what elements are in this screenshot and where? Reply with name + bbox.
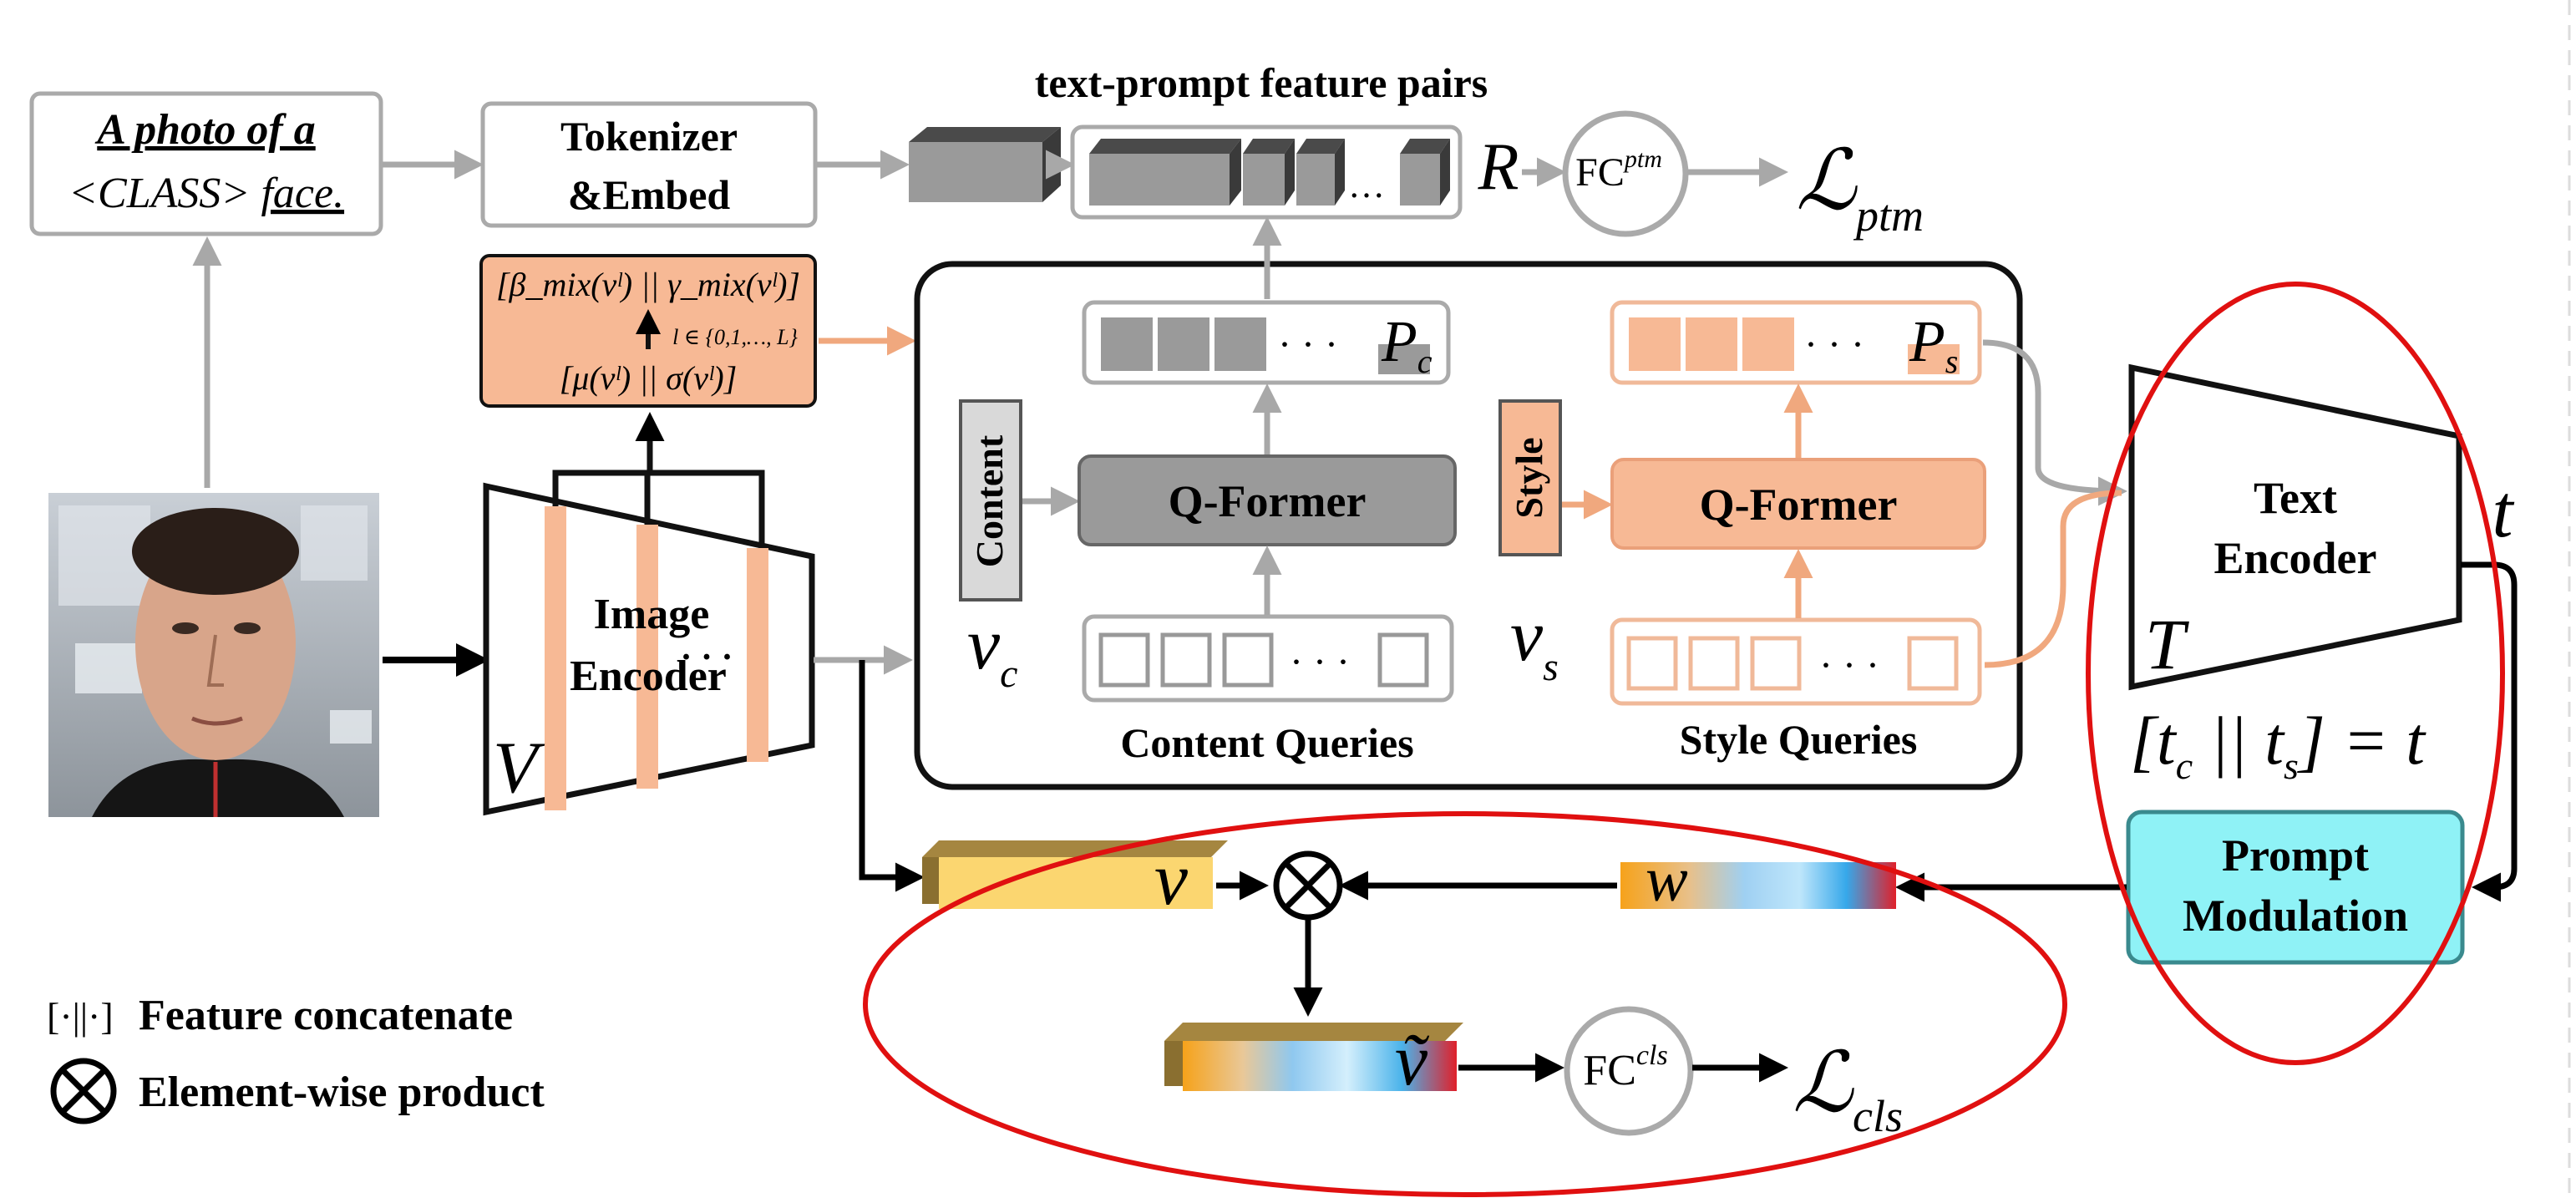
vc-label: vc: [967, 604, 1017, 696]
image-encoder-symbol: V: [493, 728, 545, 809]
pairs-title: text-prompt feature pairs: [1035, 59, 1488, 106]
fc-cls-superscript: cls: [1636, 1040, 1668, 1071]
highlight-ellipse-text-encoder: [2086, 282, 2505, 1065]
fc-ptm-node: FCptm: [1562, 110, 1689, 237]
style-qformer: [1610, 458, 1986, 550]
legend: [·||·] Feature concatenate Element-wise …: [47, 992, 545, 1124]
vs-label: vs: [1510, 596, 1559, 689]
stats-mean-std-formula: [μ(vˡ) || σ(vˡ)]: [560, 359, 738, 397]
stats-mix-formula: [β_mix(vˡ) || γ_mix(vˡ)]: [496, 266, 800, 303]
svg-text:· · ·: · · ·: [1290, 640, 1350, 684]
class-token: <CLASS>: [68, 170, 251, 217]
face-word: face.: [261, 170, 344, 217]
loss-ptm: ℒptm: [1796, 135, 1924, 241]
prompt-mod-line2: Modulation: [2183, 891, 2408, 941]
v-label: v: [1154, 838, 1188, 921]
stats-layer-range: l ∈ {0,1,…, L}: [672, 325, 798, 349]
svg-text:· · ·: · · ·: [1819, 643, 1879, 688]
style-queries-label: Style Queries: [1680, 716, 1918, 763]
content-qformer: [1078, 454, 1457, 546]
pairs-ellipsis: …: [1348, 165, 1385, 206]
legend-concat-text: Feature concatenate: [139, 992, 513, 1039]
encoder-layer-taps: [552, 418, 765, 548]
v-vector: v: [922, 838, 1228, 921]
legend-product-icon: [50, 1058, 117, 1124]
highlight-ellipse-modulation-path: [863, 811, 2067, 1197]
w-label: w: [1645, 845, 1688, 915]
svg-text:· · ·: · · ·: [1278, 322, 1338, 367]
prompt-modulation-box: Prompt Modulation: [2126, 810, 2465, 965]
feature-pairs-box: …: [1070, 124, 1463, 220]
input-text-line2: <CLASS> face.: [68, 170, 344, 217]
w-vector: w: [1620, 845, 1896, 915]
t-output-label: t: [2492, 470, 2514, 553]
image-encoder-line2: Encoder: [570, 652, 727, 700]
ps-label: Ps: [1909, 310, 1958, 380]
text-encoder: Text Encoder T: [2128, 363, 2462, 691]
image-encoder: Image Encoder · · · V: [483, 482, 815, 816]
arrow-t-to-prompt-mod: [2461, 561, 2518, 902]
text-encoder-symbol: T: [2145, 604, 2189, 684]
text-encoder-line2: Encoder: [2214, 533, 2377, 583]
content-branch: Content Q-Former · · · Pc · · · Content …: [959, 216, 1457, 766]
tokenizer-line1: Tokenizer: [560, 113, 738, 160]
svg-text:· · ·: · · ·: [1804, 322, 1864, 367]
fc-cls-label: FCcls: [1583, 1040, 1667, 1094]
input-face-photo: [48, 493, 379, 817]
text-embedding-block: [909, 127, 1061, 202]
arrow-style-queries-to-text-encoder: [1984, 490, 2122, 668]
image-encoder-line1: Image: [594, 591, 710, 638]
concat-equation: [tc || ts] = t: [2130, 703, 2426, 787]
fc-cls-node: FCcls: [1564, 1006, 1694, 1136]
loss-ptm-subscript: ptm: [1853, 190, 1924, 241]
loss-cls: ℒcls: [1793, 1037, 1903, 1141]
fc-ptm-label: FCptm: [1575, 145, 1662, 195]
tokenizer-line2: &Embed: [568, 171, 731, 218]
arrow-encoder-to-v: [859, 660, 925, 892]
tokenizer-box: Tokenizer &Embed: [480, 101, 818, 228]
text-encoder-line1: Text: [2254, 473, 2337, 523]
style-tag: Style: [1508, 437, 1550, 518]
content-tag: Content: [968, 434, 1011, 567]
fc-ptm-superscript: ptm: [1623, 145, 1662, 173]
encoder-dots: · · ·: [680, 638, 733, 677]
loss-cls-subscript: cls: [1853, 1091, 1903, 1141]
content-queries-label: Content Queries: [1120, 719, 1413, 766]
prompt-mod-line1: Prompt: [2222, 830, 2369, 881]
pc-label: Pc: [1381, 310, 1433, 380]
vtilde-label: ṽ: [1395, 1020, 1430, 1101]
content-qformer-label: Q-Former: [1169, 476, 1367, 526]
style-statistics-box: [β_mix(vˡ) || γ_mix(vˡ)] l ∈ {0,1,…, L} …: [479, 254, 817, 408]
product-node: [1273, 850, 1343, 921]
input-text-box: A photo of a <CLASS> face.: [29, 91, 383, 236]
legend-product-text: Element-wise product: [139, 1069, 545, 1116]
input-text-line1: A photo of a: [94, 106, 316, 154]
style-qformer-label: Q-Former: [1700, 480, 1898, 530]
vtilde-vector: ṽ: [1164, 1020, 1463, 1101]
arrow-pc-ps-to-text-encoder: [1982, 339, 2127, 506]
style-branch: Style Q-Former · · · Ps · · · Style Quer…: [1498, 300, 1986, 763]
r-label: R: [1478, 130, 1519, 204]
legend-concat-symbol: [·||·]: [47, 995, 114, 1038]
